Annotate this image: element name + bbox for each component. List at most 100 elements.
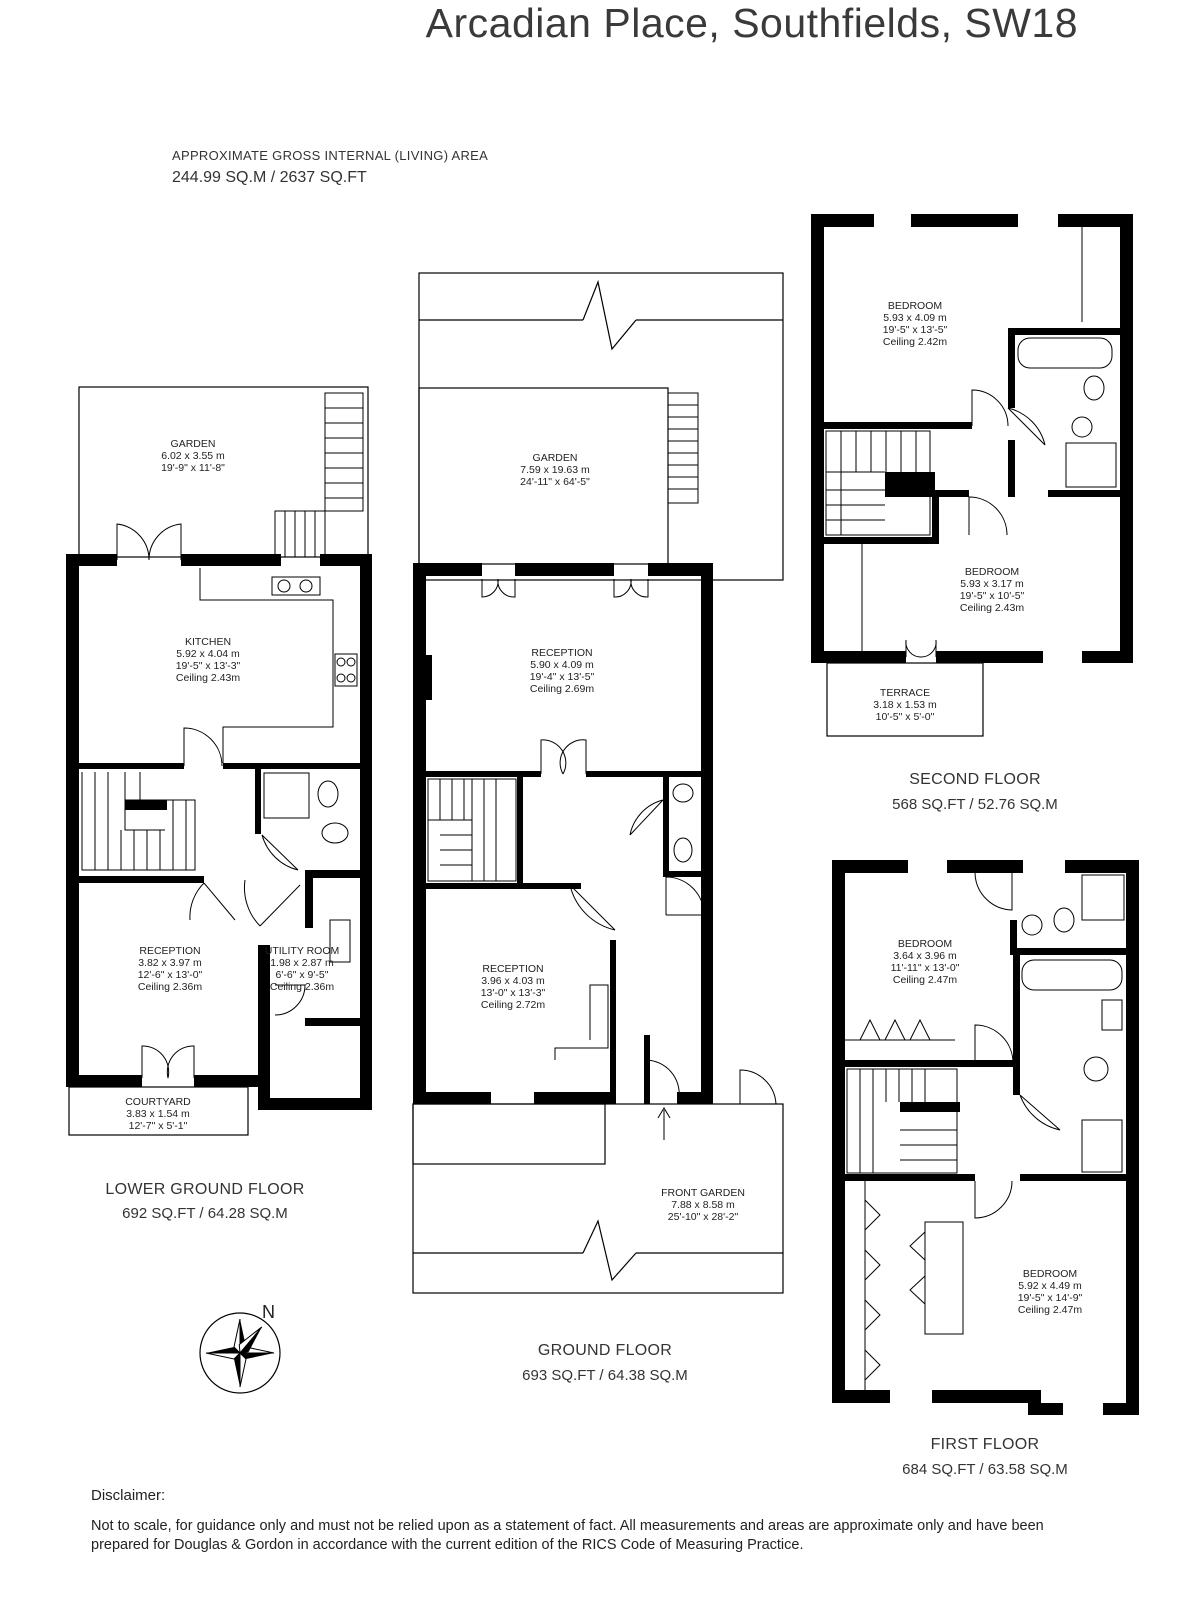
gf-basin-icon bbox=[672, 783, 694, 803]
disclaimer-text: Not to scale, for guidance only and must… bbox=[91, 1518, 1044, 1553]
second-floor-title: SECOND FLOOR bbox=[909, 771, 1041, 788]
gf-wall-reception-bottom-r bbox=[586, 771, 701, 777]
gf-hall-door bbox=[665, 876, 705, 916]
gf-side-door bbox=[739, 1069, 777, 1105]
gross-area-value: 244.99 SQ.M / 2637 SQ.FT bbox=[172, 169, 367, 186]
gf-wall-stair-right bbox=[517, 777, 523, 889]
lg-basin-icon bbox=[321, 822, 349, 844]
sf-terrace-label: TERRACE 3.18 x 1.53 m 10'-5" x 5'-0" bbox=[873, 687, 937, 723]
lg-garden-stairs bbox=[274, 392, 364, 558]
gf-front-door bbox=[645, 1059, 680, 1099]
lg-wc-icon bbox=[317, 780, 339, 808]
gf-reception2-label: RECEPTION 3.96 x 4.03 m 13'-0" x 13'-3" … bbox=[480, 963, 546, 1011]
sf-wall-mid bbox=[939, 490, 969, 497]
gf-entrance-arrow bbox=[657, 1107, 671, 1140]
lg-sink-icon bbox=[271, 576, 321, 596]
ff-wc-ensuite-icon bbox=[1053, 907, 1075, 933]
lg-wall-bottom-mid bbox=[194, 1075, 269, 1087]
gf-wall-bottom-mid bbox=[534, 1092, 614, 1104]
sf-wall-right bbox=[1120, 214, 1133, 663]
ff-wall-top-m bbox=[947, 860, 1023, 873]
ff-wall-right bbox=[1126, 860, 1139, 1415]
lg-utility-door-2 bbox=[274, 984, 306, 1016]
gf-reception2-cupboard bbox=[554, 984, 609, 1060]
ground-floor-title: GROUND FLOOR bbox=[537, 1342, 673, 1359]
ff-basin-ensuite-icon bbox=[1021, 914, 1043, 936]
sf-stairs bbox=[825, 430, 931, 536]
ff-wall-bottom-rr bbox=[1103, 1403, 1139, 1415]
sf-terrace-doors bbox=[905, 639, 937, 658]
gf-wall-wc-left bbox=[663, 777, 669, 877]
gf-wc-icon bbox=[673, 837, 693, 863]
gf-wall-left bbox=[413, 563, 426, 1104]
lg-courtyard-outline bbox=[68, 1086, 249, 1136]
lg-wall-utility-inner bbox=[305, 1018, 363, 1026]
lg-reception-label: RECEPTION 3.82 x 3.97 m 12'-6" x 13'-0" … bbox=[137, 945, 203, 993]
gf-break-line-top bbox=[582, 279, 637, 351]
lg-kitchen-door bbox=[183, 727, 223, 767]
lg-wall-kitchen-bottom-r bbox=[223, 763, 363, 769]
lg-utility-label: UTILITY ROOM 1.98 x 2.87 m 6'-6" x 9'-5"… bbox=[264, 945, 340, 993]
ff-wall-bath-bottom bbox=[1020, 1174, 1126, 1181]
gf-reception-doors-right bbox=[613, 578, 649, 598]
ff-wall-bottom-m bbox=[932, 1390, 1040, 1403]
disclaimer-title: Disclaimer: bbox=[91, 1487, 166, 1504]
lg-kitchen-doors bbox=[116, 523, 182, 561]
gf-wall-bottom-left bbox=[413, 1092, 491, 1104]
gf-plot-boundary bbox=[418, 272, 784, 581]
lower-ground-floor-area: 692 SQ.FT / 64.28 SQ.M bbox=[122, 1205, 288, 1222]
gf-wall-top-right bbox=[648, 563, 713, 576]
compass-north-label: N bbox=[262, 1302, 275, 1322]
ff-bedroom-label: BEDROOM 3.64 x 3.96 m 11'-11" x 13'-0" C… bbox=[890, 938, 960, 986]
gf-wall-fireplace bbox=[426, 655, 432, 700]
sf-wall-bottom-r bbox=[1082, 651, 1133, 663]
gf-wc-door bbox=[629, 799, 664, 836]
sf-wall-top-l bbox=[811, 214, 874, 227]
gf-garden-stairs bbox=[667, 392, 699, 504]
ff-bedroom2-label: BEDROOM 5.92 x 4.49 m 19'-5" x 14'-9" Ce… bbox=[1017, 1268, 1083, 1316]
ff-wall-bottom-r bbox=[1028, 1403, 1063, 1415]
lg-wall-hall-bottom bbox=[79, 876, 204, 883]
sf-bath-door bbox=[1007, 407, 1046, 446]
gf-front-garden-label: FRONT GARDEN 7.88 x 8.58 m 25'-10" x 28'… bbox=[661, 1187, 745, 1223]
sf-bedroom-label: BEDROOM 5.93 x 4.09 m 19'-5" x 13'-5" Ce… bbox=[882, 300, 948, 348]
lower-ground-floor-plan bbox=[66, 386, 372, 1136]
lg-wall-bottom-left bbox=[66, 1075, 142, 1087]
compass-rose-icon bbox=[199, 1312, 281, 1394]
lg-wall-top-mid bbox=[181, 554, 281, 566]
sf-wall-bath-top bbox=[1008, 328, 1120, 335]
lower-ground-floor-title: LOWER GROUND FLOOR bbox=[105, 1181, 305, 1198]
lg-wall-bath-left bbox=[255, 769, 261, 834]
gf-break-line-bottom bbox=[582, 1219, 637, 1282]
ff-wardrobe-bed1 bbox=[845, 1018, 955, 1041]
ff-stair-core bbox=[900, 1102, 960, 1112]
gf-reception-label: RECEPTION 5.90 x 4.09 m 19'-4" x 13'-5" … bbox=[529, 647, 595, 695]
gf-wall-reception-bottom bbox=[426, 771, 541, 777]
gf-hall-double-doors bbox=[540, 739, 587, 775]
gf-wall-top-mid bbox=[515, 563, 614, 576]
page-title: Arcadian Place, Southfields, SW18 bbox=[425, 0, 1078, 46]
sf-wall-bath-left bbox=[1008, 328, 1015, 408]
gf-wall-right bbox=[701, 563, 713, 1104]
lg-kitchen-worktop bbox=[199, 568, 334, 763]
sf-bed1-door bbox=[971, 389, 1009, 427]
ff-stairs bbox=[846, 1068, 958, 1174]
gf-wall-reception2-right bbox=[610, 940, 616, 1104]
gf-reception2-door bbox=[569, 884, 616, 931]
ff-bed1-door bbox=[974, 1024, 1014, 1064]
lg-shower-icon bbox=[263, 772, 310, 819]
gf-internal-stairs bbox=[427, 778, 517, 882]
ground-floor-area: 693 SQ.FT / 64.38 SQ.M bbox=[522, 1367, 688, 1384]
lg-reception-door bbox=[189, 882, 236, 921]
sf-wall-shower-left bbox=[1008, 440, 1015, 497]
lg-wall-utility-top bbox=[305, 878, 313, 928]
ff-wall-top-l bbox=[832, 860, 908, 873]
sf-wall-top-m bbox=[911, 214, 1018, 227]
second-floor-area: 568 SQ.FT / 52.76 SQ.M bbox=[892, 796, 1058, 813]
first-floor-title: FIRST FLOOR bbox=[930, 1436, 1040, 1453]
sf-wall-landing-right bbox=[932, 490, 939, 544]
first-floor-plan bbox=[832, 860, 1139, 1415]
lg-courtyard-label: COURTYARD 3.83 x 1.54 m 12'-7" x 5'-1" bbox=[125, 1096, 191, 1132]
ff-basin-icon bbox=[1101, 999, 1123, 1031]
